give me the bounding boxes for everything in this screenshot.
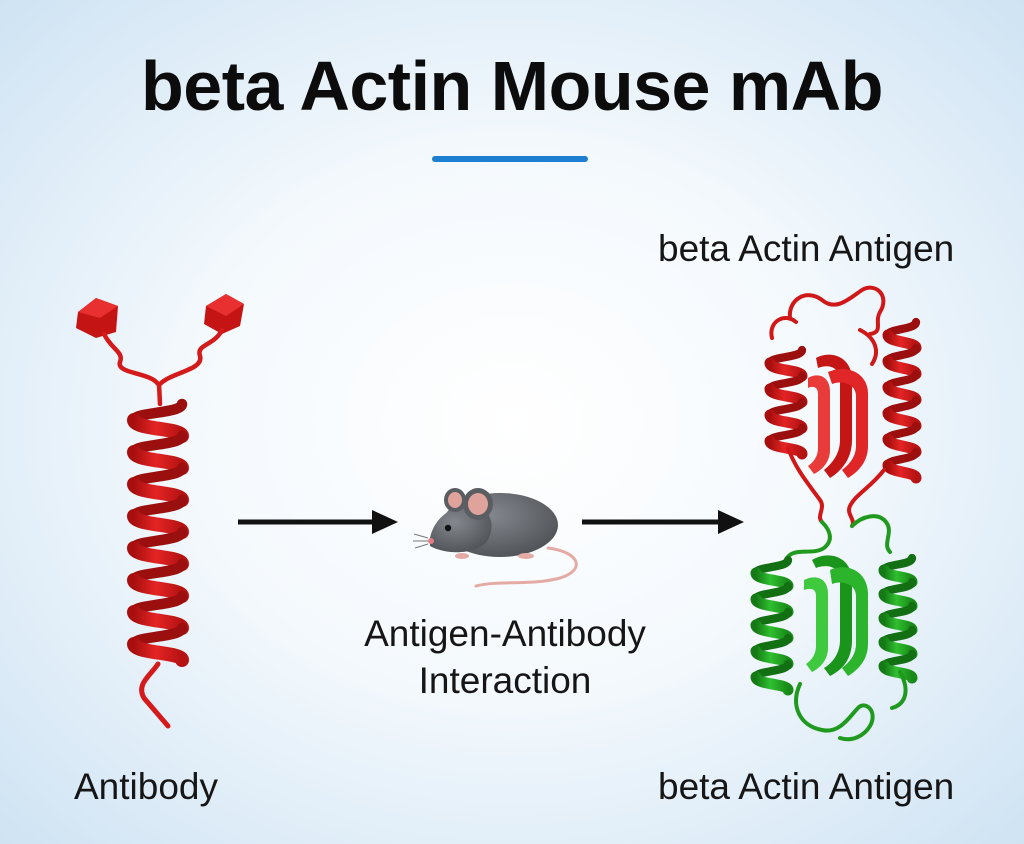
antibody-helix-front-turn: [127, 573, 189, 603]
antibody-helix: [76, 294, 244, 729]
antigen-red-left-helix-front-turn: [764, 357, 808, 382]
antigen-green-domain: [750, 514, 918, 742]
antibody-helix-back-turn: [128, 430, 188, 458]
antibody-helix-front-turn: [127, 605, 189, 635]
antigen-green-left-helix-front-turn: [750, 645, 794, 670]
arrow-right: [582, 510, 744, 534]
antigen-red-right-helix-front-turn: [882, 433, 922, 458]
antibody-helix-front-turn: [127, 477, 189, 507]
antigen-red-right-helix-front-turn: [882, 459, 922, 484]
arrow-left: [238, 510, 398, 534]
antigen-red-right-helix-front-turn: [882, 381, 922, 406]
antibody-helix-back-turn: [128, 558, 188, 586]
antibody-helix-back-turn: [128, 590, 188, 618]
antigen-green-left-helix-front-turn: [750, 593, 794, 618]
antibody-helix-front-turn: [127, 413, 189, 443]
interaction-label-line2: Interaction: [418, 660, 592, 701]
antibody-helix-back-turn: [128, 622, 188, 650]
antigen-green-left-helix-front-turn: [750, 671, 794, 696]
antibody-helix-back-turn: [128, 398, 188, 426]
antigen-green-right-helix-front-turn: [878, 588, 918, 612]
antigen-red-right-helix-front-turn: [882, 329, 922, 354]
antigen-red-left-helix-front-turn: [764, 383, 808, 408]
antigen-green-left-helix-front-turn: [750, 567, 794, 592]
interaction-label: Antigen-Antibody Interaction: [300, 610, 710, 704]
antibody-helix-back-turn: [128, 462, 188, 490]
title-underline: [432, 156, 588, 162]
antibody-helix-front-turn: [127, 445, 189, 475]
antigen-green-right-helix-front-turn: [878, 564, 918, 588]
page-title: beta Actin Mouse mAb: [141, 47, 883, 125]
antigen-red-right-helix-front-turn: [882, 407, 922, 432]
antigen-red-left-helix-front-turn: [764, 409, 808, 434]
interaction-label-line1: Antigen-Antibody: [364, 613, 646, 654]
antigen-green-right-helix-front-turn: [878, 636, 918, 660]
antigen-green-left-helix-front-turn: [750, 619, 794, 644]
antigen-green-right-helix-front-turn: [878, 660, 918, 684]
antibody-label: Antibody: [74, 766, 218, 807]
antigen-red-domain: [764, 285, 922, 528]
antigen-bottom-label: beta Actin Antigen: [658, 766, 955, 807]
antigen-green-right-helix-front-turn: [878, 612, 918, 636]
antibody-helix-front-turn: [127, 509, 189, 539]
mouse-icon: [413, 488, 578, 588]
antibody-helix-back-turn: [128, 526, 188, 554]
antigen-top-label: beta Actin Antigen: [658, 228, 955, 269]
antibody-helix-front-turn: [127, 541, 189, 571]
antibody-helix-back-turn: [128, 494, 188, 522]
antigen-complex: [750, 285, 922, 742]
antigen-red-left-helix-front-turn: [764, 435, 808, 460]
antibody-helix-front-turn: [127, 637, 189, 667]
antigen-red-right-helix-front-turn: [882, 355, 922, 380]
